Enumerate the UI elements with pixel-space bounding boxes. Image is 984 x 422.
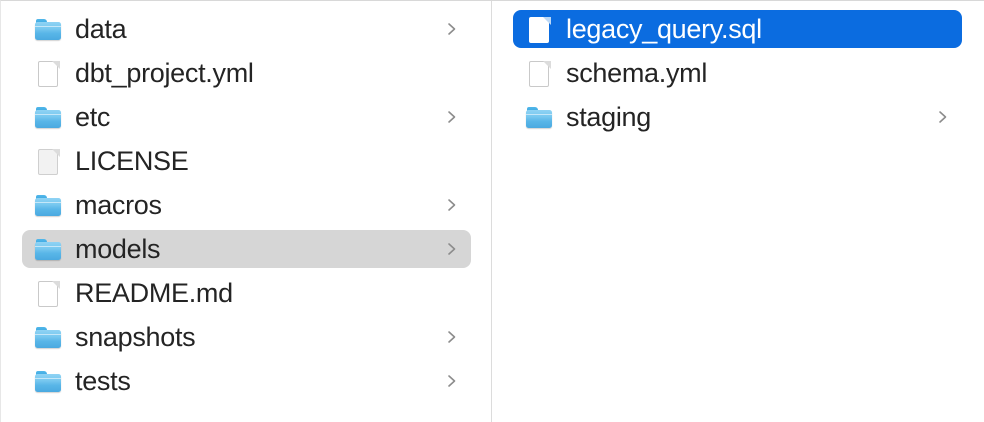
- item-label: LICENSE: [75, 146, 189, 176]
- item-label: schema.yml: [566, 58, 708, 88]
- item-label: legacy_query.sql: [566, 14, 762, 44]
- chevron-right-icon[interactable]: [445, 372, 459, 390]
- chevron-right-icon[interactable]: [445, 196, 459, 214]
- folder-row[interactable]: snapshots: [22, 318, 471, 356]
- document-gray-icon: [35, 146, 62, 176]
- folder-icon: [35, 366, 62, 396]
- item-label: data: [75, 14, 127, 44]
- file-row[interactable]: README.md: [22, 274, 471, 312]
- file-row[interactable]: LICENSE: [22, 142, 471, 180]
- folder-row[interactable]: staging: [513, 98, 962, 136]
- folder-row[interactable]: etc: [22, 98, 471, 136]
- folder-icon: [35, 322, 62, 352]
- document-icon: [526, 58, 553, 88]
- file-row[interactable]: schema.yml: [513, 54, 962, 92]
- chevron-right-icon[interactable]: [445, 20, 459, 38]
- folder-icon: [526, 102, 553, 132]
- folder-row[interactable]: data: [22, 10, 471, 48]
- chevron-right-icon[interactable]: [936, 108, 950, 126]
- chevron-right-icon[interactable]: [445, 240, 459, 258]
- file-row[interactable]: dbt_project.yml: [22, 54, 471, 92]
- item-label: models: [75, 234, 161, 264]
- folder-icon: [35, 14, 62, 44]
- item-label: tests: [75, 366, 131, 396]
- chevron-right-icon[interactable]: [445, 328, 459, 346]
- finder-column-two: legacy_query.sql schema.yml staging: [492, 1, 984, 422]
- document-white-icon: [526, 14, 553, 44]
- item-label: macros: [75, 190, 162, 220]
- folder-icon: [35, 234, 62, 264]
- item-label: etc: [75, 102, 111, 132]
- item-label: README.md: [75, 278, 233, 308]
- folder-icon: [35, 102, 62, 132]
- folder-row[interactable]: models: [22, 230, 471, 268]
- chevron-right-icon[interactable]: [445, 108, 459, 126]
- folder-icon: [35, 190, 62, 220]
- folder-row[interactable]: tests: [22, 362, 471, 400]
- item-label: dbt_project.yml: [75, 58, 254, 88]
- item-label: snapshots: [75, 322, 196, 352]
- document-icon: [35, 58, 62, 88]
- file-row[interactable]: legacy_query.sql: [513, 10, 962, 48]
- document-icon: [35, 278, 62, 308]
- item-label: staging: [566, 102, 651, 132]
- folder-row[interactable]: macros: [22, 186, 471, 224]
